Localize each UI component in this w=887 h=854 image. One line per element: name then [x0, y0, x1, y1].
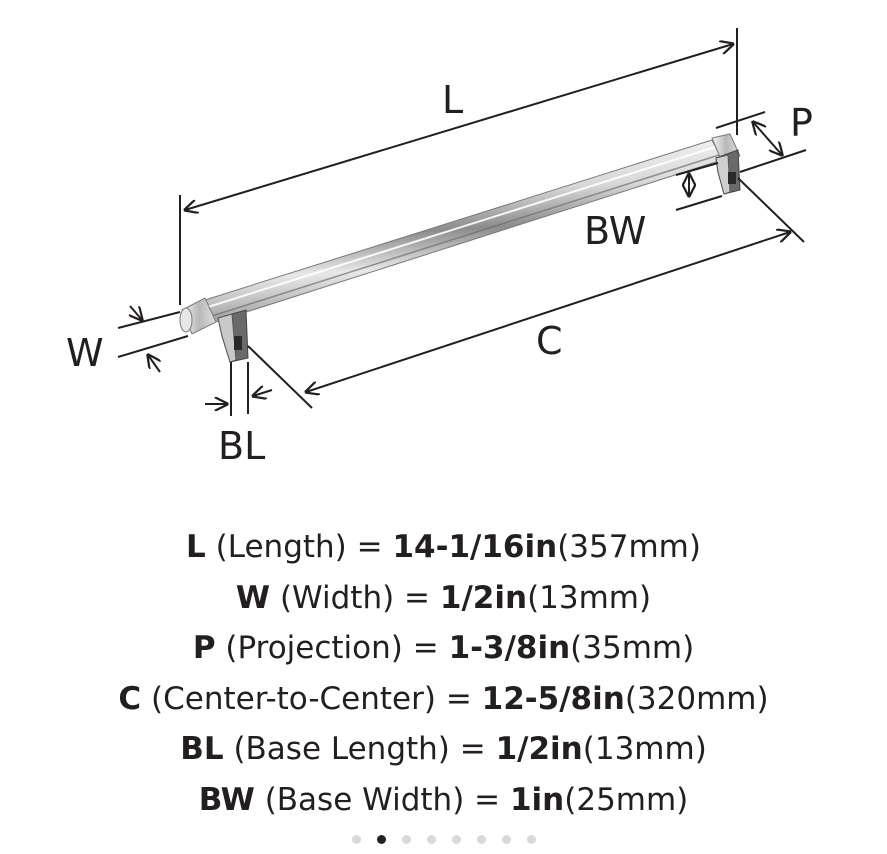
spec-value: 1/2in — [495, 731, 583, 767]
dimension-W — [117, 305, 189, 373]
pull-handle-illustration — [179, 133, 741, 363]
spec-metric: (357mm) — [557, 529, 701, 565]
spec-list: L (Length) = 14-1/16in(357mm) W (Width) … — [0, 522, 887, 825]
spec-row-projection: P (Projection) = 1-3/8in(35mm) — [0, 623, 887, 674]
dimension-L — [179, 28, 738, 305]
dimension-diagram: L P BW W C BL — [66, 28, 813, 468]
spec-value: 1/2in — [439, 579, 528, 616]
carousel-dot[interactable] — [426, 835, 436, 844]
spec-code: BL — [180, 731, 224, 767]
spec-value: 14-1/16in — [392, 529, 558, 565]
carousel-dot[interactable] — [476, 835, 486, 844]
spec-code: C — [118, 680, 142, 717]
spec-desc: (Width) = — [270, 579, 440, 616]
spec-desc: (Base Length) = — [223, 731, 496, 767]
dimension-C — [247, 177, 805, 409]
spec-metric: (35mm) — [570, 630, 695, 666]
carousel-pagination — [0, 835, 887, 844]
spec-desc: (Base Width) = — [254, 781, 510, 818]
spec-code: L — [186, 529, 206, 565]
carousel-dot[interactable] — [526, 835, 536, 844]
spec-code: W — [235, 579, 271, 616]
left-end-cap — [179, 297, 217, 335]
spec-value: 1-3/8in — [448, 630, 571, 666]
left-base-post — [217, 309, 249, 363]
label-L: L — [442, 78, 463, 122]
spec-row-width: W (Width) = 1/2in(13mm) — [0, 573, 887, 624]
carousel-dot[interactable] — [351, 835, 361, 844]
spec-desc: (Length) = — [205, 529, 393, 565]
spec-row-center-to-center: C (Center-to-Center) = 12-5/8in(320mm) — [0, 674, 887, 725]
carousel-dot[interactable] — [501, 835, 511, 844]
spec-desc: (Center-to-Center) = — [141, 680, 482, 717]
spec-code: BW — [198, 781, 255, 818]
spec-metric: (13mm) — [582, 731, 707, 767]
label-W: W — [66, 331, 104, 375]
dimension-BL — [205, 362, 273, 416]
spec-row-length: L (Length) = 14-1/16in(357mm) — [0, 522, 887, 573]
spec-metric: (320mm) — [624, 680, 769, 717]
carousel-dot[interactable] — [451, 835, 461, 844]
spec-desc: (Projection) = — [215, 630, 449, 666]
carousel-dot[interactable] — [376, 835, 386, 844]
spec-metric: (13mm) — [527, 579, 652, 616]
right-base-post — [715, 149, 741, 195]
spec-value: 12-5/8in — [481, 680, 625, 717]
spec-value: 1in — [509, 781, 565, 818]
label-BW: BW — [584, 209, 646, 253]
label-C: C — [536, 319, 563, 363]
spec-code: P — [192, 630, 216, 666]
spec-row-base-width: BW (Base Width) = 1in(25mm) — [0, 775, 887, 826]
dimension-BW — [675, 162, 723, 211]
spec-row-base-length: BL (Base Length) = 1/2in(13mm) — [0, 724, 887, 775]
carousel-dot[interactable] — [401, 835, 411, 844]
label-P: P — [790, 101, 813, 145]
dimension-P — [715, 111, 807, 173]
spec-metric: (25mm) — [564, 781, 689, 818]
label-BL: BL — [218, 424, 265, 468]
